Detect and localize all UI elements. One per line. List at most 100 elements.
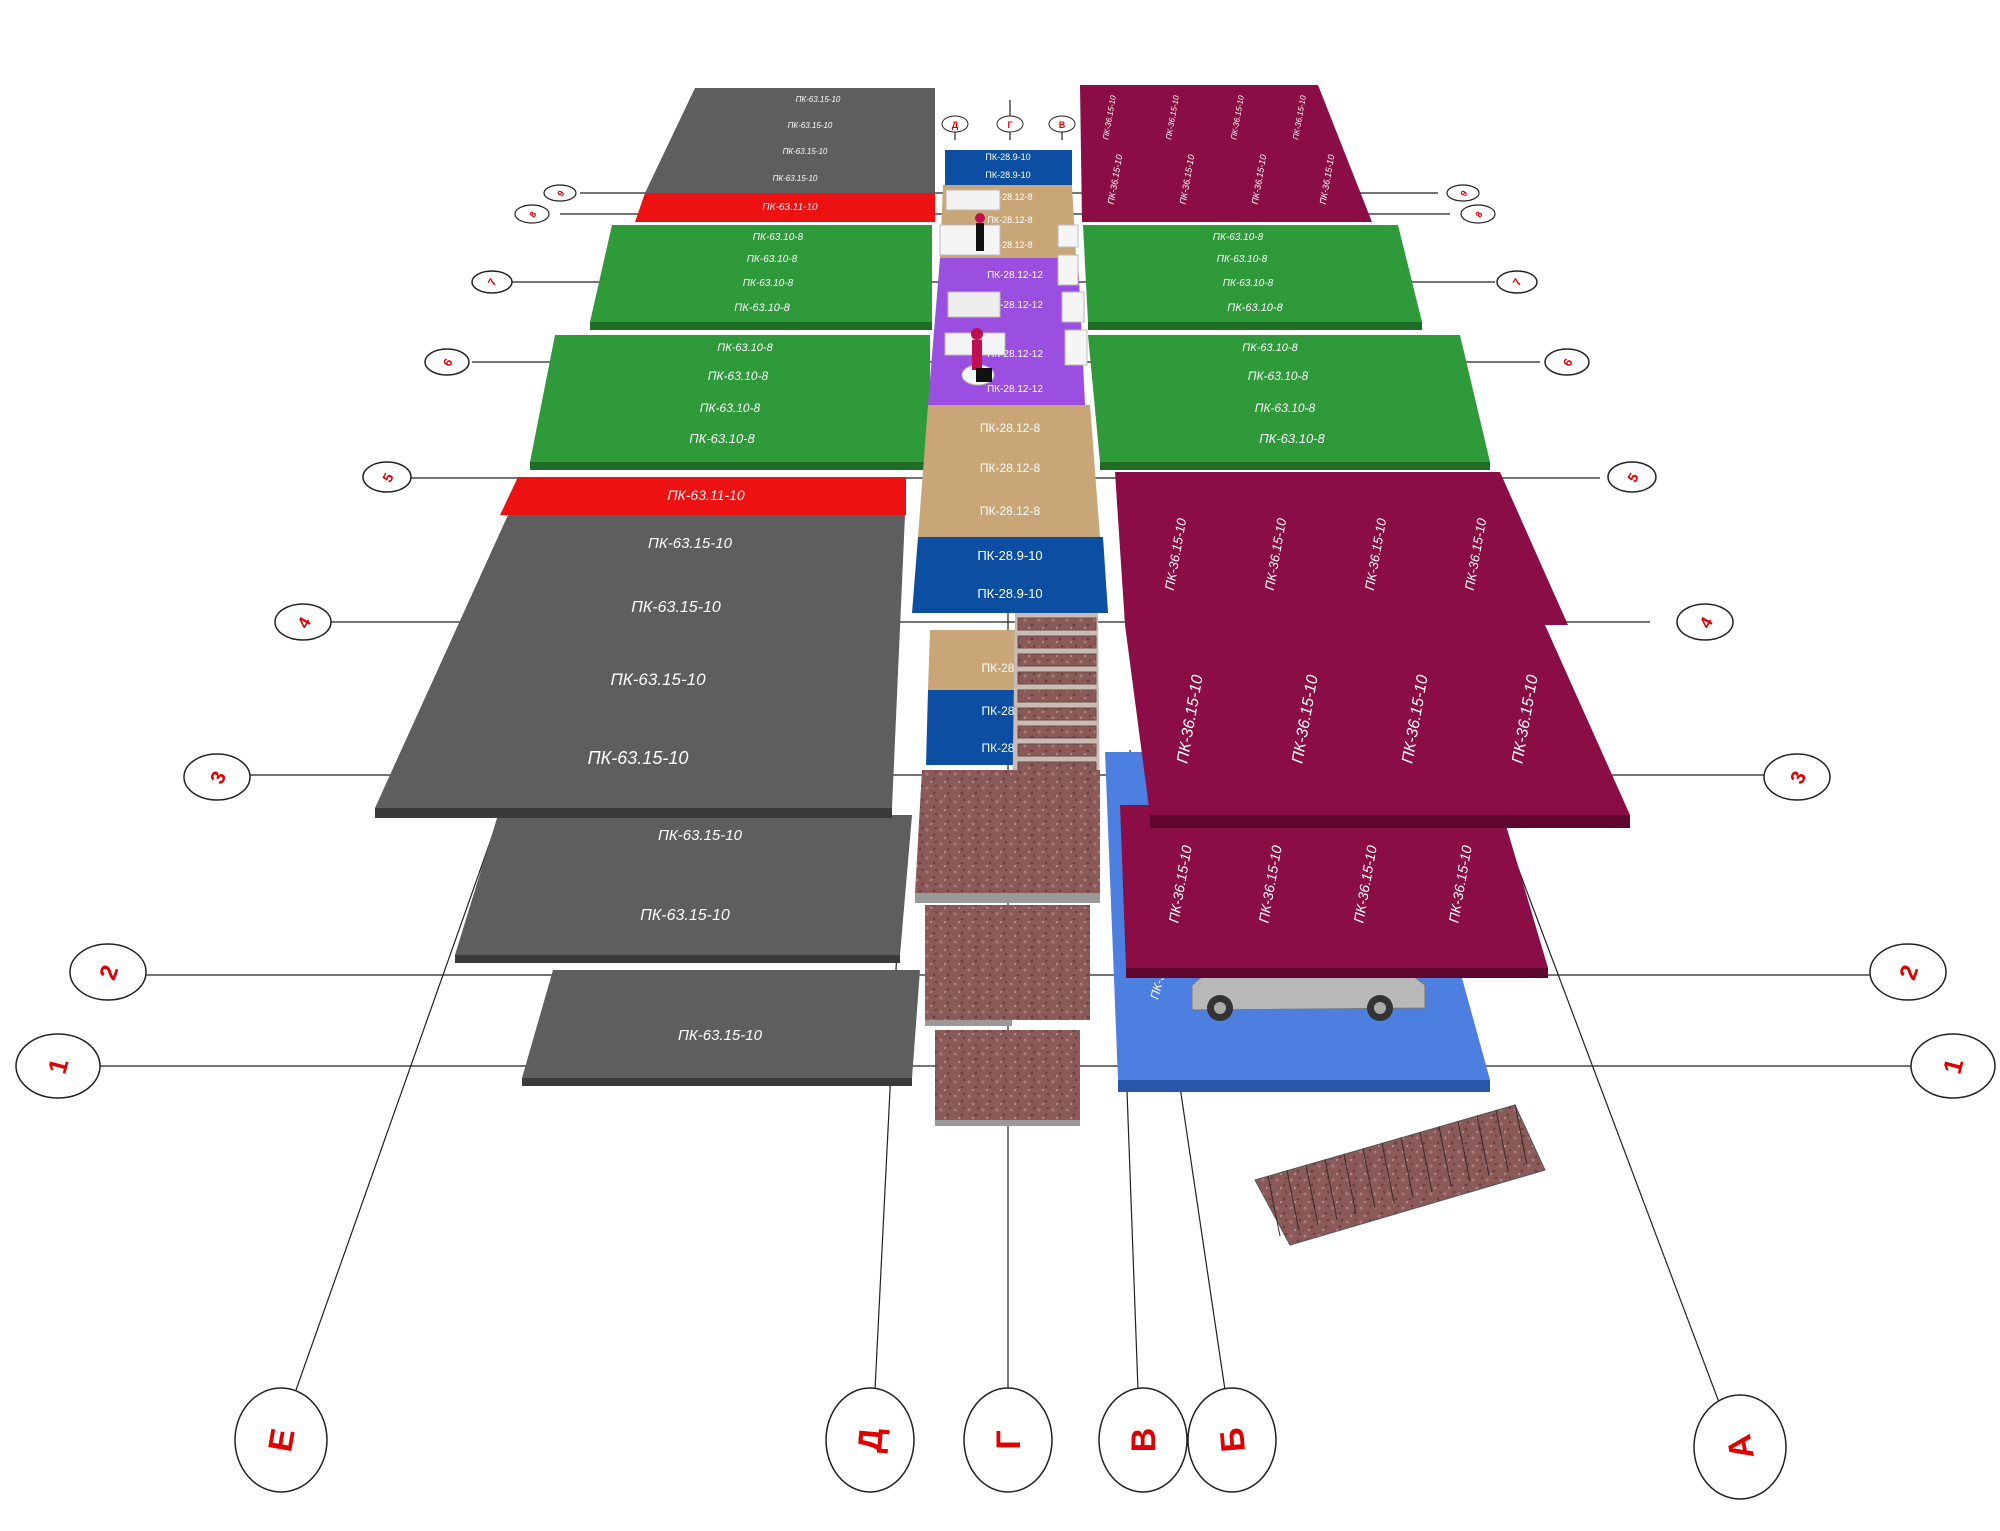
axis-label: 7 xyxy=(486,277,499,288)
stair-step xyxy=(1017,653,1097,667)
slab-label: ПК-63.15-10 xyxy=(588,748,689,768)
green-slab-left-lower: ПК-63.10-8 ПК-63.10-8 ПК-63.10-8 ПК-63.1… xyxy=(530,335,930,470)
slab-label: ПК-63.15-10 xyxy=(648,535,733,552)
red-slab-top: ПК-63.11-10 xyxy=(635,193,935,222)
axis-bubble-7-right: 7 xyxy=(1496,270,1538,294)
stair-step-edge xyxy=(1400,1137,1414,1198)
axis-bubble-6-left: 6 xyxy=(424,348,470,376)
stair-step xyxy=(1017,671,1097,685)
axis-label: Г xyxy=(990,1430,1028,1449)
slab-label: ПК-28.12-8 xyxy=(980,461,1041,475)
axis-bubble-9-left: 9 xyxy=(543,184,577,202)
slab-label: ПК-63.10-8 xyxy=(1227,302,1283,314)
axis-label: Д xyxy=(952,120,959,130)
slab-label: ПК-63.15-10 xyxy=(640,907,730,924)
slab-label: ПК-63.10-8 xyxy=(1255,401,1316,415)
stair-flight-detached xyxy=(1254,1104,1546,1246)
green-slab-right-lower: ПК-63.10-8 ПК-63.10-8 ПК-63.10-8 ПК-63.1… xyxy=(1088,335,1490,470)
lettered-axis-bubbles: Е Д Г В Б А Д Г В xyxy=(234,115,1787,1500)
axis-bubble-2-left: 2 xyxy=(69,943,147,1001)
slab-label: ПК-63.15-10 xyxy=(610,670,706,689)
maroon-slab-mid: ПК-36.15-10 ПК-36.15-10 ПК-36.15-10 ПК-3… xyxy=(1125,625,1630,828)
slab-label: ПК-63.10-8 xyxy=(1242,342,1298,354)
slab-label: ПК-63.10-8 xyxy=(1248,369,1309,383)
axis-bubble-8-left: 8 xyxy=(514,204,550,224)
stair-step-edge xyxy=(1343,1153,1357,1215)
gray-slab-low: ПК-63.15-10 ПК-63.15-10 xyxy=(455,815,912,963)
slab-label: ПК-63.10-8 xyxy=(1259,431,1325,446)
axis-bubble-4-right: 4 xyxy=(1676,603,1734,641)
green-slab-left-upper: ПК-63.10-8 ПК-63.10-8 ПК-63.10-8 ПК-63.1… xyxy=(590,225,932,330)
slab-label: ПК-28.12-8 xyxy=(980,421,1041,435)
stair-step-edge xyxy=(1495,1109,1509,1171)
axis-bubble-G-top: Г xyxy=(996,115,1024,133)
maroon-slab-low: ПК-36.15-10 ПК-36.15-10 ПК-36.15-10 ПК-3… xyxy=(1120,805,1548,978)
axis-bubble-D-top: Д xyxy=(941,115,969,133)
gray-slab-top: ПК-63.15-10 ПК-63.15-10 ПК-63.15-10 ПК-6… xyxy=(645,88,935,193)
axis-bubble-A: А xyxy=(1693,1394,1787,1500)
stair-step xyxy=(1017,617,1097,631)
slab-label: ПК-63.11-10 xyxy=(762,202,818,213)
axis-bubble-7-left: 7 xyxy=(471,270,513,294)
slab-label: ПК-63.10-8 xyxy=(717,342,773,354)
axis-label: 9 xyxy=(555,189,566,198)
detached-steps xyxy=(1267,1104,1528,1237)
slab-label: ПК-28 xyxy=(982,704,1015,718)
slab-label: ПК-63.10-8 xyxy=(747,254,798,265)
slab-label: ПК-63.15-10 xyxy=(796,95,841,104)
axis-bubble-3-right: 3 xyxy=(1763,753,1831,801)
stair-step-edge xyxy=(1324,1159,1338,1220)
gray-slab-mid: ПК-63.15-10 ПК-63.15-10 ПК-63.15-10 ПК-6… xyxy=(375,515,905,818)
slab-label: ПК-28 xyxy=(982,661,1015,675)
axis-bubble-V-top: В xyxy=(1048,115,1076,133)
axis-label: В xyxy=(1125,1428,1163,1453)
axis-label: 7 xyxy=(1511,277,1524,288)
slab-label: ПК-63.15-10 xyxy=(658,827,743,844)
axis-bubble-8-right: 8 xyxy=(1460,204,1496,224)
slab-label: ПК-28 xyxy=(982,741,1015,755)
slab-label: ПК-28.12-8 xyxy=(987,215,1032,225)
stairs-center xyxy=(915,613,1100,1126)
slab-label: ПК-28.12-8 xyxy=(987,240,1032,250)
slab-label: ПК-28.9-10 xyxy=(985,170,1030,180)
stair-step xyxy=(1017,689,1097,703)
stair-step-edge xyxy=(1305,1164,1319,1226)
slab-label: ПК-63.15-10 xyxy=(631,599,721,616)
stair-step-edge xyxy=(1286,1170,1300,1231)
stair-step xyxy=(1017,707,1097,721)
slab-label: ПК-63.11-10 xyxy=(667,487,745,503)
stair-step xyxy=(1017,725,1097,739)
red-slab-mid: ПК-63.11-10 xyxy=(500,477,906,515)
slab-label: ПК-28.9-10 xyxy=(985,152,1030,162)
axis-label: 9 xyxy=(1458,189,1469,198)
axis-bubble-1-right: 1 xyxy=(1910,1033,1996,1099)
slab-label: ПК-63.10-8 xyxy=(700,401,761,415)
center-slabs: ПК-28.9-10 ПК-28.9-10 ПК-28.12-8 ПК-28.1… xyxy=(912,150,1108,765)
axis-bubble-5-right: 5 xyxy=(1607,461,1657,493)
axis-bubble-6-right: 6 xyxy=(1544,348,1590,376)
axis-label: Б xyxy=(1213,1426,1253,1454)
slab-label: ПК-28.12-12 xyxy=(987,270,1043,281)
slab-label: ПК-28.12-8 xyxy=(987,192,1032,202)
slab-label: ПК-63.15-10 xyxy=(678,1027,763,1044)
stair-step-edge xyxy=(1438,1126,1452,1187)
axis-bubble-D: Д xyxy=(825,1387,915,1493)
axis-label: Г xyxy=(1007,120,1012,130)
numbered-axis-bubbles: 1 1 2 2 3 3 4 4 5 5 6 6 7 7 8 8 9 9 xyxy=(15,184,1996,1099)
stair-step-edge xyxy=(1476,1115,1490,1176)
slab-label: ПК-28.12-12 xyxy=(987,384,1043,395)
axis-label: Д xyxy=(851,1426,891,1453)
gray-slab-bottom: ПК-63.15-10 xyxy=(522,970,920,1086)
axis-bubble-G: Г xyxy=(963,1387,1053,1493)
slab-label: ПК-63.10-8 xyxy=(708,369,769,383)
green-slab-right-upper: ПК-63.10-8 ПК-63.10-8 ПК-63.10-8 ПК-63.1… xyxy=(1083,225,1422,330)
slab-label: ПК-28.12-8 xyxy=(980,504,1041,518)
slab-label: ПК-63.10-8 xyxy=(743,278,794,289)
slab-label: ПК-63.10-8 xyxy=(1223,278,1274,289)
maroon-slab-top: ПК-36.15-10 ПК-36.15-10 ПК-36.15-10 ПК-3… xyxy=(1080,85,1372,222)
slab-label: ПК-63.10-8 xyxy=(689,431,755,446)
slab-label: ПК-63.10-8 xyxy=(1213,232,1264,243)
axis-label: В xyxy=(1059,120,1066,130)
bathroom-fixtures xyxy=(939,189,1088,386)
